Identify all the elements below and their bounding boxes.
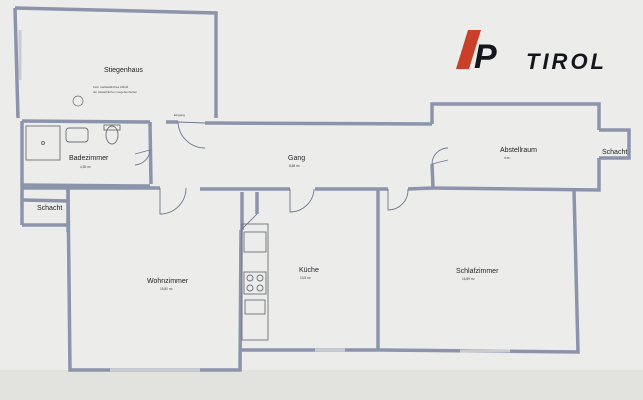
door-entrance (177, 121, 206, 149)
stiegenhaus-note-1: Kein maßstäbliches Abbild (93, 85, 129, 89)
label-gang: Gang (288, 155, 305, 162)
wall-kueche (241, 190, 380, 352)
washbasin (65, 127, 89, 143)
wall-corridor-top (21, 119, 433, 126)
fridge (243, 231, 267, 253)
door-wohnzimmer (159, 187, 187, 215)
door-swings (134, 121, 449, 231)
door-gang-kueche (289, 188, 315, 213)
kitchen-fixtures (241, 223, 269, 341)
stair-fixture (72, 95, 84, 107)
label-eingang: Eingang (174, 113, 185, 117)
logo-letter: P (474, 38, 497, 76)
area-abstellraum: 4 m² (504, 156, 510, 160)
area-wohnzimmer: 15,80 m² (160, 287, 173, 291)
stove (243, 271, 267, 295)
area-badezimmer: 4,35 m² (80, 165, 91, 169)
toilet (105, 125, 119, 145)
label-wohnzimmer: Wohnzimmer (147, 278, 189, 285)
label-schacht-left: Schacht (37, 205, 62, 212)
walls (13, 6, 631, 372)
windows (18, 30, 510, 372)
wall-corridor-bottom (68, 186, 434, 191)
wall-schlafzimmer (377, 189, 580, 354)
door-bad (134, 149, 151, 166)
bathroom-fixtures (25, 124, 121, 161)
kitchen-counter (241, 223, 269, 341)
label-stiegenhaus: Stiegenhaus (104, 67, 143, 74)
wall-abstellraum (430, 102, 601, 192)
room-labels: Stiegenhaus Kein maßstäbliches Abbild de… (37, 67, 627, 291)
wall-schacht-left (21, 198, 69, 227)
ip-tirol-logo: P TIROL (456, 30, 607, 76)
label-schacht-right: Schacht (602, 149, 627, 156)
wall-schacht-right (599, 128, 631, 160)
area-schlafzimmer: 16,89 m² (462, 277, 475, 281)
area-kueche: 10,5 m² (300, 276, 311, 280)
stiegenhaus-note-2: der tatsächlichen Gegebenheiten (93, 90, 137, 94)
logo-text: TIROL (526, 49, 607, 74)
door-schlafzimmer (387, 188, 409, 211)
sink (244, 299, 266, 315)
door-abstellraum (431, 147, 449, 165)
area-gang: 8,68 m² (289, 164, 300, 168)
label-abstellraum: Abstellraum (500, 147, 537, 154)
label-kueche: Küche (299, 267, 319, 274)
logo-red-stripe (456, 30, 481, 69)
wall-bath (21, 121, 153, 190)
wall-stiegenhaus (14, 6, 218, 118)
label-badezimmer: Badezimmer (69, 155, 109, 162)
door-kueche-wohnzimmer (240, 213, 258, 231)
shower-tray (25, 125, 61, 161)
label-schlafzimmer: Schlafzimmer (456, 268, 499, 275)
